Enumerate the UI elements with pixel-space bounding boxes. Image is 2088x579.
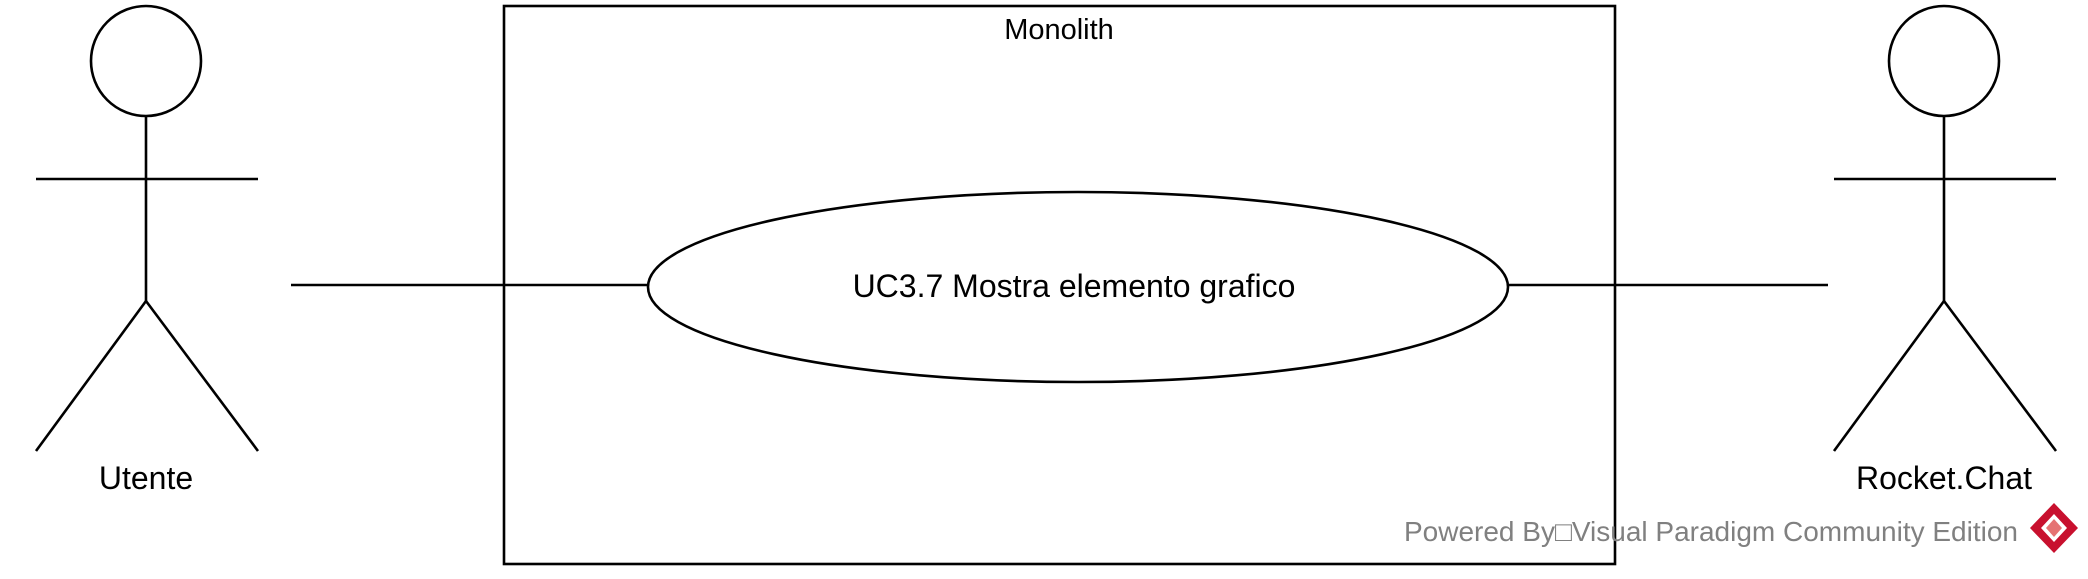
actor-rocketchat-right-leg	[1942, 300, 2058, 452]
visual-paradigm-logo-icon	[2030, 503, 2078, 553]
watermark-text: Powered By□Visual Paradigm Community Edi…	[1404, 516, 2018, 547]
actor-rocketchat-name: Rocket.Chat	[1856, 460, 2032, 496]
actor-utente[interactable]: Utente	[34, 4, 260, 496]
use-case-ellipse	[646, 190, 1510, 384]
watermark: Powered By□Visual Paradigm Community Edi…	[1404, 503, 2078, 553]
actor-rocketchat[interactable]: Rocket.Chat	[1832, 4, 2058, 496]
actor-rocketchat-figure	[1832, 4, 2058, 452]
actor-utente-name: Utente	[99, 460, 193, 496]
actor-utente-right-leg	[144, 300, 260, 452]
actor-utente-head	[89, 4, 203, 118]
actor-rocketchat-head	[1887, 4, 2001, 118]
actor-rocketchat-left-leg	[1832, 300, 1946, 452]
actor-utente-figure	[34, 4, 260, 452]
use-case-uc3-7[interactable]: UC3.7 Mostra elemento grafico	[646, 190, 1510, 384]
use-case-label: UC3.7 Mostra elemento grafico	[853, 268, 1296, 304]
actor-utente-left-leg	[34, 300, 148, 452]
system-boundary-title: Monolith	[1004, 14, 1114, 46]
